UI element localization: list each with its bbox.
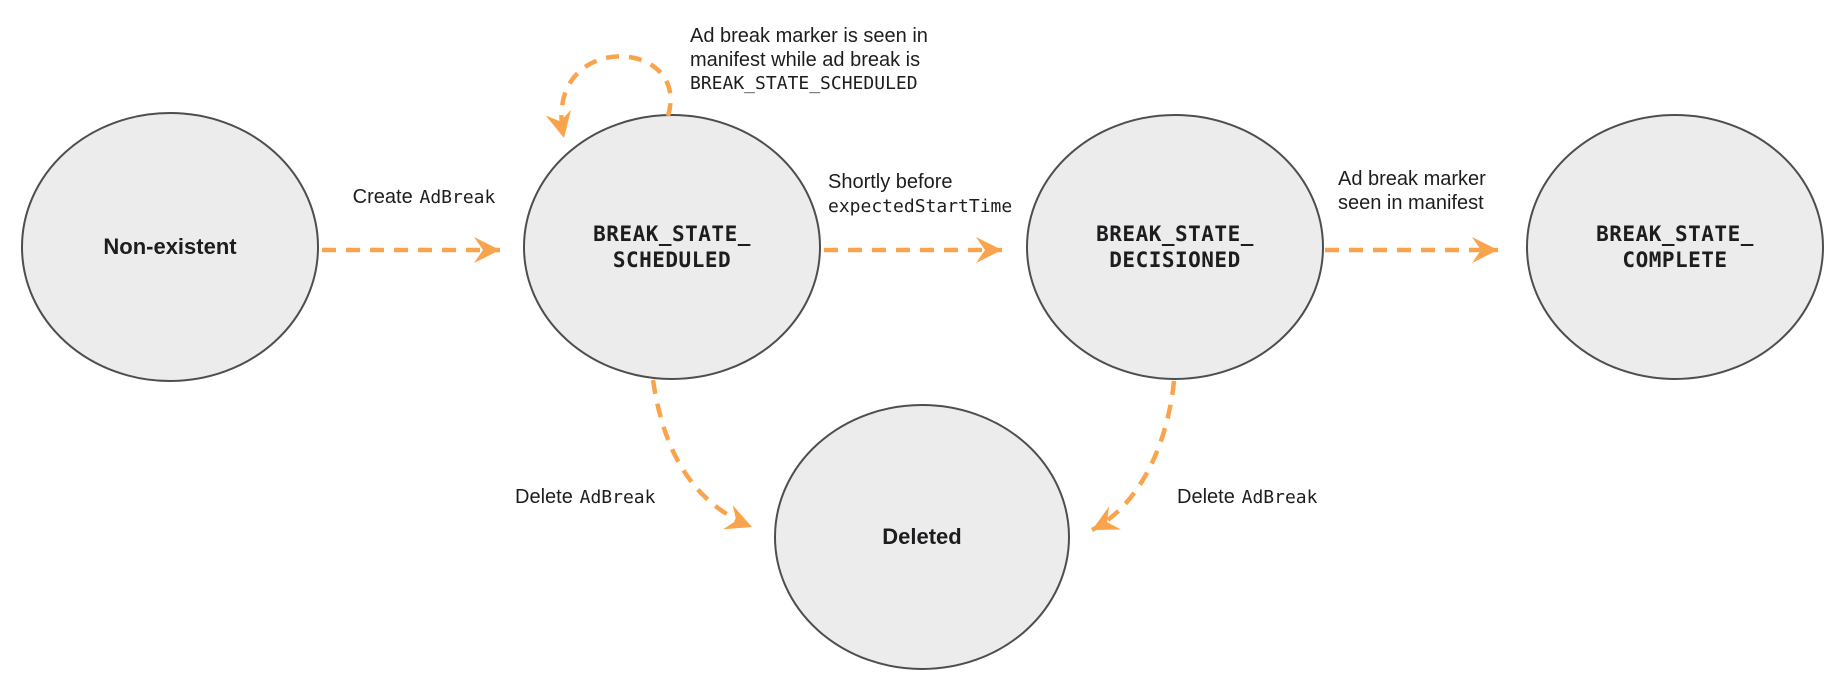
transition-label-text: Ad break marker is seen in — [690, 25, 928, 47]
transition-label-text: Shortly before — [828, 171, 953, 193]
state-label-line: DECISIONED — [1109, 248, 1241, 272]
state-label-line: SCHEDULED — [612, 248, 732, 272]
state-label-line: BREAK_STATE_ — [593, 222, 751, 246]
state-label-line: BREAK_STATE_ — [1096, 222, 1254, 246]
transition-arrow-delete-from-scheduled — [650, 379, 753, 530]
transition-label-text: seen in manifest — [1338, 191, 1484, 214]
transition-label-code: AdBreak — [419, 187, 496, 208]
state-label-break-state-complete: BREAK_STATE_ COMPLETE — [1527, 221, 1823, 273]
transition-label-delete-adbreak-right: Delete AdBreak — [1177, 486, 1317, 510]
transition-label-text: Ad break marker — [1338, 168, 1486, 190]
state-node-break-state-complete — [1526, 114, 1824, 380]
state-node-break-state-decisioned — [1026, 114, 1324, 380]
transition-label-shortly-before: Shortly before expectedStartTime — [828, 171, 1012, 218]
state-node-break-state-scheduled — [523, 114, 821, 380]
transition-label-text: Delete — [1177, 486, 1235, 508]
transition-label-marker-seen: Ad break marker seen in manifest — [1338, 168, 1486, 215]
state-label-non-existent: Non-existent — [103, 234, 237, 259]
transition-label-create-adbreak: Create AdBreak — [322, 186, 526, 210]
state-label-line: BREAK_STATE_ — [1596, 222, 1754, 246]
state-node-deleted — [774, 404, 1070, 670]
state-label-break-state-scheduled: BREAK_STATE_ SCHEDULED — [524, 221, 820, 273]
transition-label-text: Create — [352, 186, 413, 208]
transition-label-code: AdBreak — [1241, 487, 1318, 508]
transition-label-code: expectedStartTime — [828, 195, 1013, 217]
transition-label-text: Delete — [515, 486, 573, 508]
state-label-line: COMPLETE — [1622, 248, 1728, 272]
transition-label-code: BREAK_STATE_SCHEDULED — [690, 73, 918, 94]
transition-label-text: manifest while ad break is — [690, 48, 921, 71]
state-label-deleted: Deleted — [882, 524, 962, 549]
transition-label-code: AdBreak — [579, 487, 656, 508]
transition-arrow-delete-from-decisioned — [1090, 380, 1177, 532]
state-node-non-existent — [21, 112, 319, 382]
state-label-break-state-decisioned: BREAK_STATE_ DECISIONED — [1027, 221, 1323, 273]
transition-label-delete-adbreak-left: Delete AdBreak — [515, 486, 655, 510]
transition-label-self-loop: Ad break marker is seen in manifest whil… — [690, 25, 928, 96]
transition-arrow-self-loop-scheduled — [545, 54, 673, 139]
